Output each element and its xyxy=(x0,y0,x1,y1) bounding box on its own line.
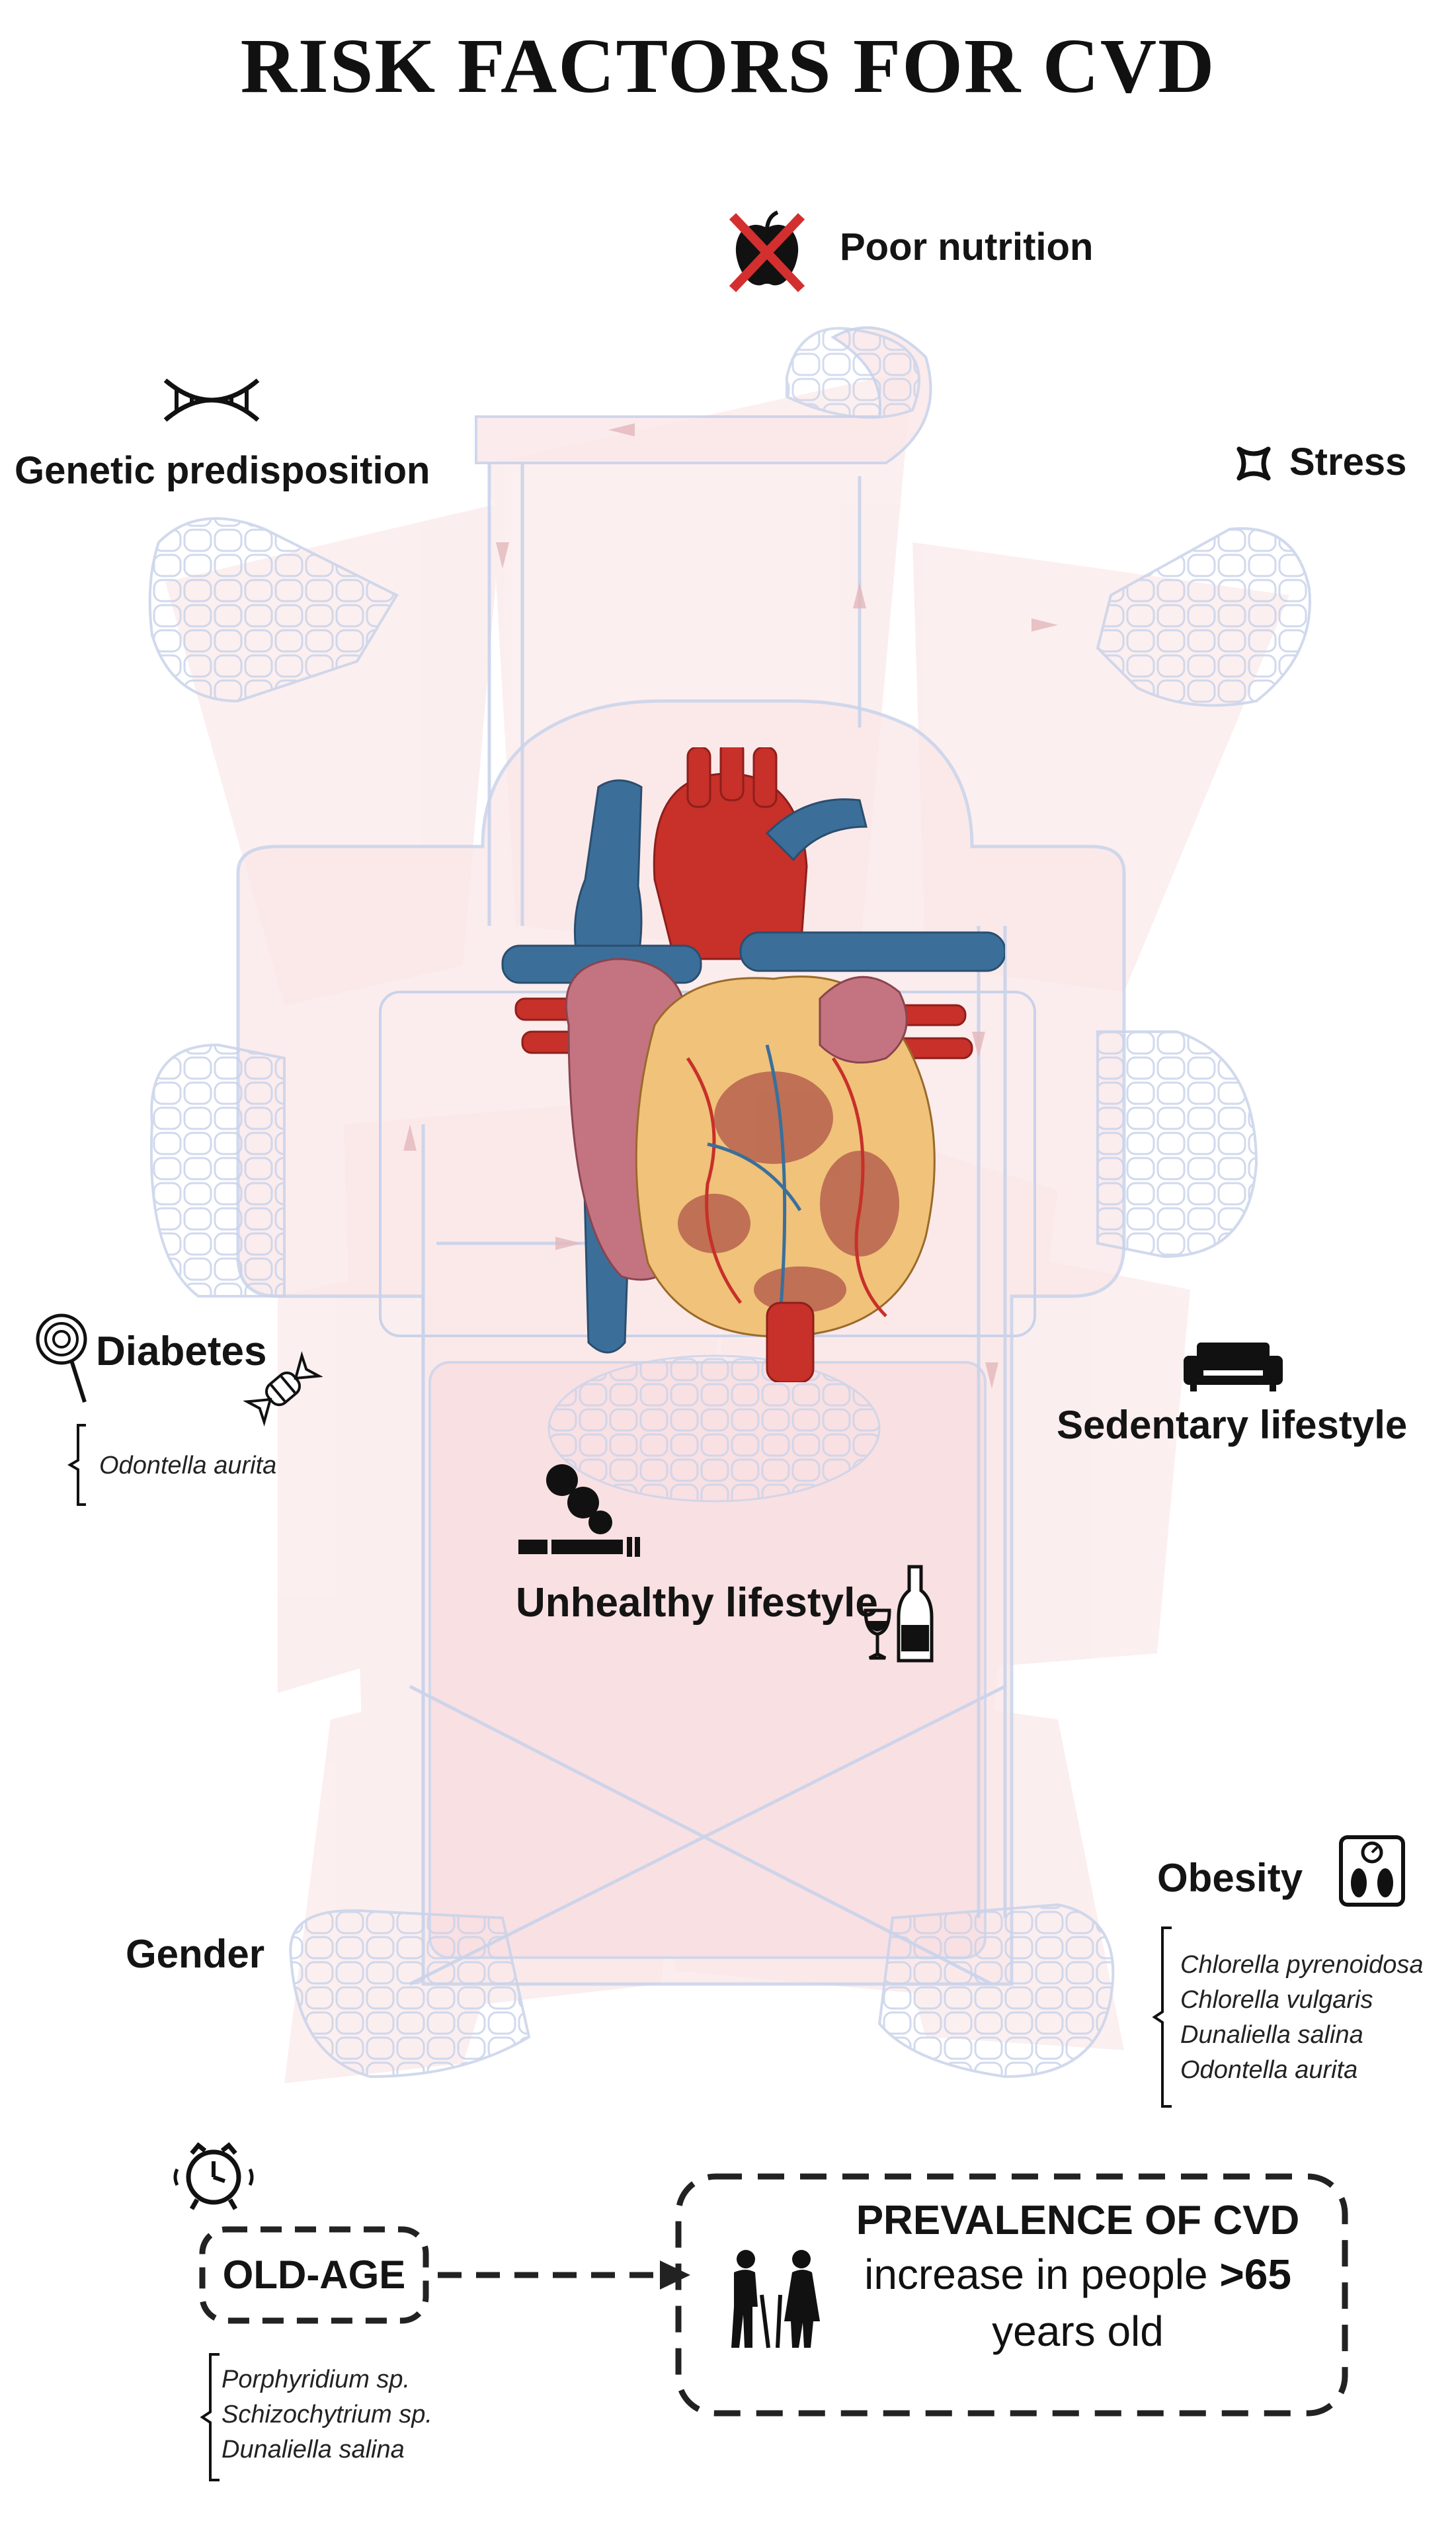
right-hand xyxy=(1096,527,1311,707)
prevalence-line-2: years old xyxy=(992,2307,1164,2355)
crossed-apple-icon xyxy=(729,210,805,292)
prevalence-box-border xyxy=(675,2173,1348,2417)
flow-arrows xyxy=(403,423,1058,1389)
diabetes-label: Diabetes xyxy=(96,1329,267,1374)
species-name: Schizochytrium sp. xyxy=(222,2401,432,2428)
old-age-label: OLD-AGE xyxy=(222,2253,406,2297)
old-age-box-border xyxy=(199,2226,429,2324)
species-name: Dunaliella salina xyxy=(1180,2021,1363,2049)
species-name: Chlorella pyrenoidosa xyxy=(1180,1951,1424,1979)
dna-icon xyxy=(163,378,260,422)
obesity-species-list: Chlorella pyrenoidosa Chlorella vulgaris… xyxy=(1180,1948,1424,2088)
genetic-predisposition-label: Genetic predisposition xyxy=(15,449,430,492)
left-hand xyxy=(148,517,399,703)
diabetes-species-list: Odontella aurita xyxy=(99,1448,276,1483)
heart-illustration xyxy=(501,747,1005,1382)
cigarette-icon xyxy=(518,1464,640,1557)
unhealthy-lifestyle-label: Unhealthy lifestyle xyxy=(516,1580,878,1626)
left-side-lobe xyxy=(149,1043,286,1298)
species-name: Chlorella vulgaris xyxy=(1180,1986,1373,2014)
vessel-lines xyxy=(409,463,1007,1986)
sofa-icon xyxy=(1184,1343,1283,1391)
prevalence-heading: PREVALENCE OF CVD xyxy=(856,2198,1300,2243)
species-name: Dunaliella salina xyxy=(222,2436,405,2464)
gut-cells xyxy=(547,1354,881,1503)
prevalence-line-1-text: increase in people xyxy=(864,2251,1220,2298)
obesity-species-bracket xyxy=(1152,1926,1172,2108)
obesity-label: Obesity xyxy=(1157,1856,1303,1900)
candy-icon xyxy=(243,1351,323,1427)
stress-label: Stress xyxy=(1289,440,1407,483)
alarm-clock-icon xyxy=(173,2142,254,2210)
scale-icon xyxy=(1339,1835,1405,1907)
right-foot xyxy=(877,1903,1115,2079)
left-foot xyxy=(289,1909,531,2079)
gender-label: Gender xyxy=(126,1932,265,1976)
sedentary-lifestyle-label: Sedentary lifestyle xyxy=(1057,1403,1408,1447)
diabetes-species-bracket xyxy=(67,1424,86,1506)
poor-nutrition-label: Poor nutrition xyxy=(840,226,1094,269)
lollipop-icon xyxy=(36,1313,87,1403)
species-name: Odontella aurita xyxy=(1180,2056,1358,2084)
stress-burst-icon xyxy=(1236,446,1271,481)
wine-bottle-icon xyxy=(864,1565,934,1663)
right-hand-top xyxy=(786,327,920,419)
right-side-lobe xyxy=(1096,1030,1258,1259)
diagram-title: RISK FACTORS FOR CVD xyxy=(240,22,1216,109)
elderly-couple-icon xyxy=(731,2250,820,2348)
species-name: Porphyridium sp. xyxy=(222,2366,411,2393)
prevalence-line-1: increase in people >65 xyxy=(853,2250,1303,2299)
prevalence-threshold: >65 xyxy=(1219,2251,1291,2298)
old-age-species-bracket xyxy=(200,2353,220,2481)
dashed-arrow xyxy=(438,2260,690,2290)
old-age-species-list: Porphyridium sp. Schizochytrium sp. Duna… xyxy=(222,2362,432,2467)
species-name: Odontella aurita xyxy=(99,1452,277,1479)
